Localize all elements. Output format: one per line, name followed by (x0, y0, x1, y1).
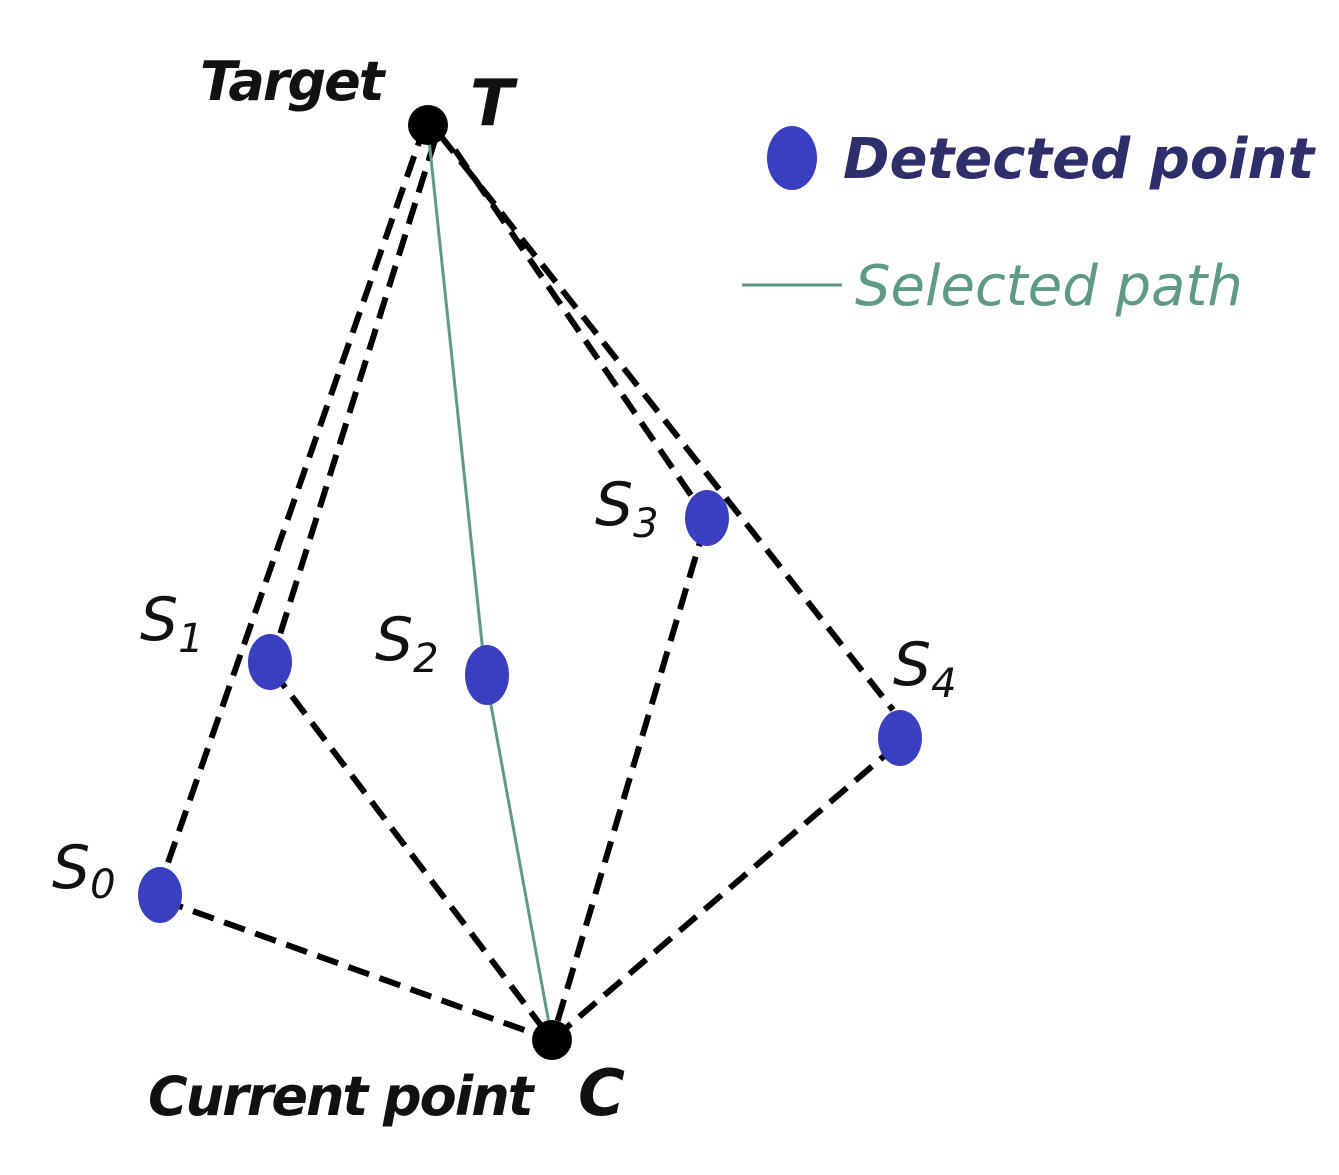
selected-path-s2-current (483, 671, 554, 1041)
path-s3-current (549, 524, 708, 1041)
path-target-s0 (159, 124, 428, 881)
current-word-label: Current point (148, 1065, 536, 1128)
legend-detected-point-marker (767, 126, 817, 190)
detected-point-s4 (878, 710, 922, 766)
legend-detected-label: Detected point (843, 127, 1316, 192)
detected-points (138, 490, 922, 923)
path-s0-current (160, 897, 554, 1043)
path-target-s1 (269, 139, 438, 661)
current-node (532, 1020, 572, 1060)
path-s4-current (550, 742, 899, 1043)
legend: Detected point Selected path (742, 126, 1316, 319)
target-node (408, 105, 448, 145)
selected-path (426, 129, 554, 1041)
target-word-label: Target (200, 50, 387, 113)
legend-selected-label: Selected path (855, 254, 1243, 319)
selected-path-target-s2 (426, 129, 487, 673)
s0-label: S0 (52, 833, 116, 908)
candidate-paths (159, 124, 899, 1043)
detected-point-s2 (465, 645, 509, 705)
current-letter-label: C (578, 1057, 625, 1131)
path-target-s4 (437, 133, 896, 712)
s2-label: S2 (375, 605, 439, 682)
s3-label: S3 (595, 470, 659, 547)
s4-label: S4 (893, 630, 957, 707)
detected-point-labels: S0 S1 S2 S3 S4 (52, 470, 957, 908)
detected-point-s1 (248, 634, 292, 690)
s1-label: S1 (140, 585, 204, 662)
detected-point-s3 (685, 490, 729, 546)
detected-point-s0 (138, 867, 182, 923)
path-s1-current (269, 668, 555, 1042)
target-letter-label: T (470, 67, 518, 141)
path-target-s3 (452, 148, 711, 522)
